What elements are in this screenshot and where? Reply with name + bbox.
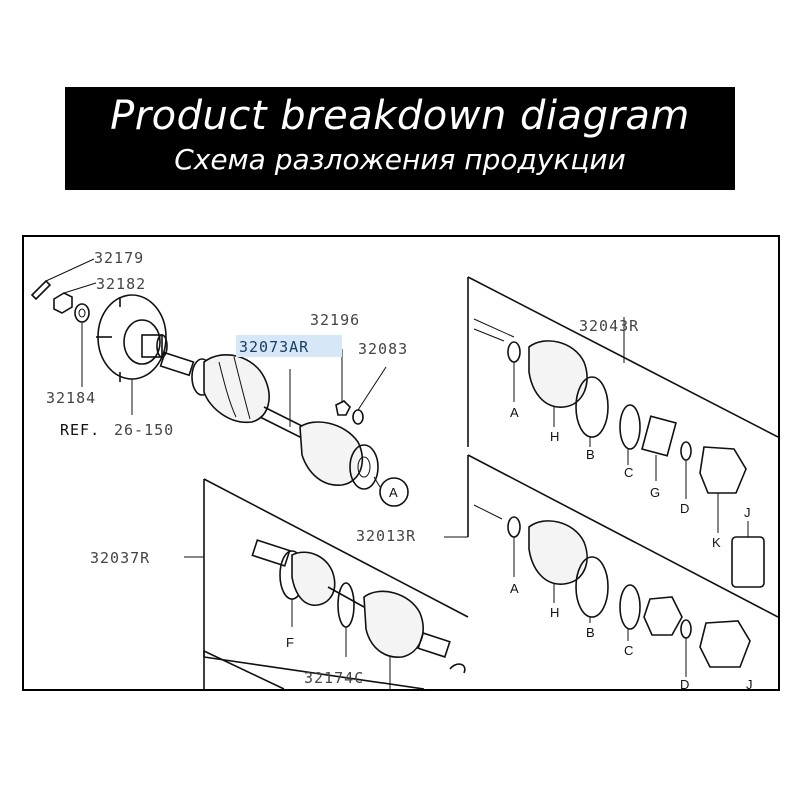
callout-32037r: 32037R [90, 549, 150, 567]
kit-box-32043r [467, 276, 778, 533]
callout-32182: 32182 [96, 275, 146, 293]
low-letter-f: F [286, 635, 294, 650]
top-letter-g: G [650, 485, 660, 500]
mid-letter-j: J [746, 677, 753, 689]
mid-letter-h: H [550, 605, 559, 620]
ref-circle-a [379, 477, 409, 507]
mid-letter-c: C [624, 643, 633, 658]
callout-32174c: 32174C [304, 669, 364, 687]
kit-box-32037r [184, 478, 469, 689]
drive-shaft-assembly [159, 349, 409, 507]
circle-letter-a: A [389, 485, 398, 500]
callout-32179: 32179 [94, 249, 144, 267]
inner-cv-boot [299, 421, 364, 486]
ref-label: REF. [60, 421, 100, 439]
hub-nut [53, 292, 73, 314]
banner-title: Product breakdown diagram [110, 93, 690, 139]
top-letter-h: H [550, 429, 559, 444]
banner-subtitle: Схема разложения продукции [174, 143, 626, 176]
outer-cv-boot [203, 353, 270, 424]
inner-joint-housing [349, 444, 379, 490]
callout-32073ar: 32073AR [239, 338, 309, 356]
nut-32196 [335, 400, 351, 416]
callout-32184: 32184 [46, 389, 96, 407]
diagram-frame: 32179 32182 32184 REF. 26-150 32196 3207… [22, 235, 780, 691]
mid-letter-b: B [586, 625, 595, 640]
mid-letter-a: A [510, 581, 519, 596]
callout-32043r: 32043R [579, 317, 639, 335]
hub-assembly [30, 258, 168, 415]
washer [74, 303, 90, 323]
ref-value: 26-150 [114, 421, 174, 439]
top-letter-b: B [586, 447, 595, 462]
top-letter-j: J [744, 505, 751, 520]
callout-highlight [236, 335, 342, 357]
mid-letter-d: D [680, 677, 689, 689]
callout-32013r: 32013R [356, 527, 416, 545]
cotter-pin [30, 279, 52, 301]
top-letter-d: D [680, 501, 689, 516]
top-letter-a: A [510, 405, 519, 420]
top-letter-k: K [712, 535, 721, 550]
washer-32083 [352, 409, 364, 425]
title-banner: Product breakdown diagram Схема разложен… [65, 87, 735, 190]
callout-32083: 32083 [358, 340, 408, 358]
grease-pack [731, 536, 765, 588]
top-letter-c: C [624, 465, 633, 480]
callout-32196: 32196 [310, 311, 360, 329]
exploded-diagram: 32179 32182 32184 REF. 26-150 32196 3207… [30, 249, 778, 689]
kit-box-32013r [444, 454, 778, 677]
